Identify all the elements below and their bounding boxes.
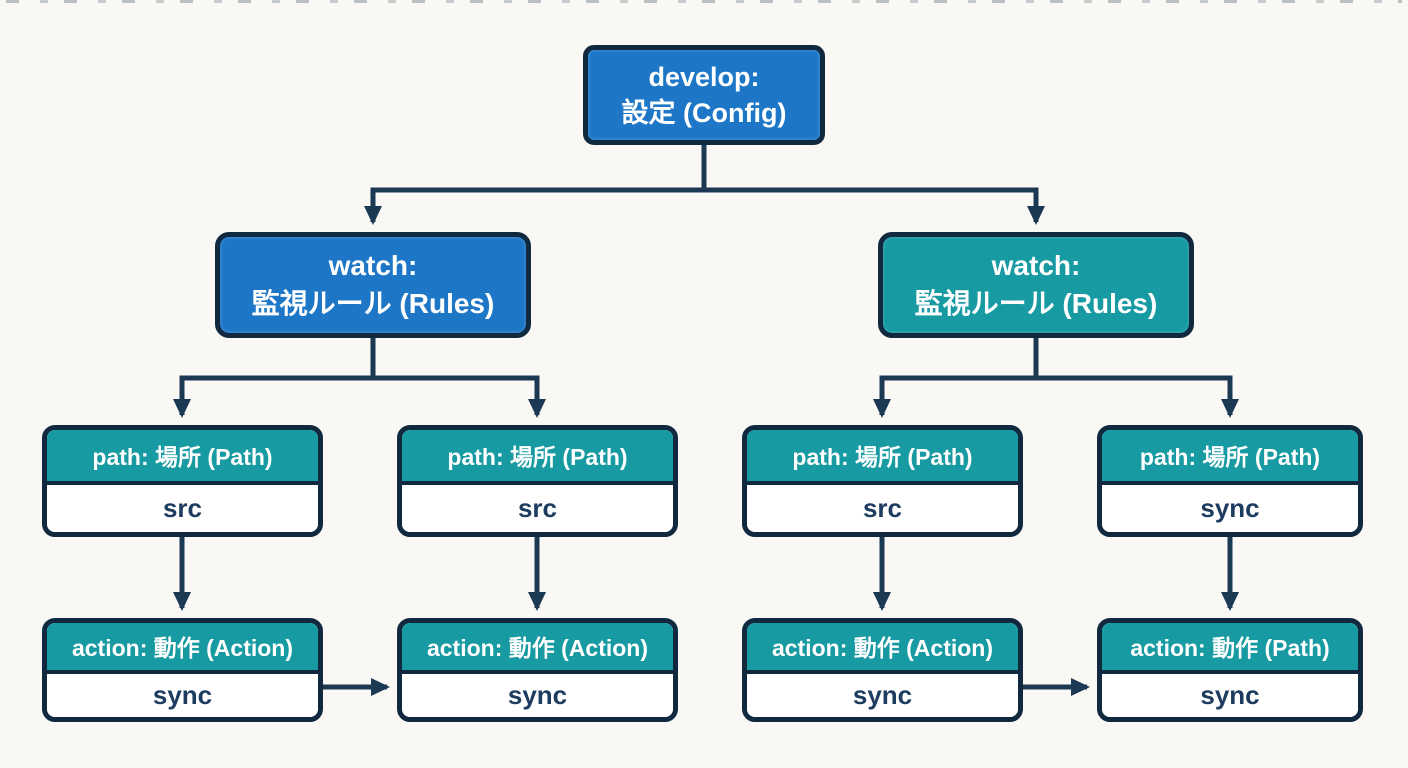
node-watch-rules-left: watch: 監視ルール (Rules) — [215, 232, 531, 338]
node-watch-right-line1: watch: — [991, 250, 1081, 282]
card-action-2-header: action: 動作 (Action) — [402, 623, 673, 674]
node-develop-config: develop: 設定 (Config) — [583, 45, 825, 145]
node-watch-rules-right: watch: 監視ルール (Rules) — [878, 232, 1194, 338]
card-action-1-value: sync — [47, 673, 318, 717]
card-path-2-header: path: 場所 (Path) — [402, 430, 673, 485]
card-path-1: path: 場所 (Path) src — [42, 425, 323, 537]
card-action-1: action: 動作 (Action) sync — [42, 618, 323, 722]
card-action-2-value: sync — [402, 673, 673, 717]
card-path-3: path: 場所 (Path) src — [742, 425, 1023, 537]
card-action-3-value: sync — [747, 673, 1018, 717]
card-action-4-value: sync — [1102, 673, 1358, 717]
node-watch-right-line2: 監視ルール (Rules) — [914, 288, 1158, 319]
node-develop-line2: 設定 (Config) — [621, 98, 787, 128]
card-path-2-value: src — [402, 484, 673, 532]
connector-watchright-to-path4 — [1033, 338, 1239, 418]
card-path-3-header: path: 場所 (Path) — [747, 430, 1018, 485]
card-path-4-header: path: 場所 (Path) — [1102, 430, 1358, 485]
card-action-3: action: 動作 (Action) sync — [742, 618, 1023, 722]
connector-watchleft-to-path2 — [370, 338, 546, 418]
node-watch-left-line2: 監視ルール (Rules) — [251, 288, 495, 319]
top-edge-artifacts — [6, 0, 1402, 3]
card-action-1-header: action: 動作 (Action) — [47, 623, 318, 674]
card-path-1-header: path: 場所 (Path) — [47, 430, 318, 485]
connector-watchleft-to-path1 — [173, 338, 376, 418]
card-action-2: action: 動作 (Action) sync — [397, 618, 678, 722]
card-action-4: action: 動作 (Path) sync — [1097, 618, 1363, 722]
card-path-2: path: 場所 (Path) src — [397, 425, 678, 537]
card-path-4-value: sync — [1102, 484, 1358, 532]
card-action-3-header: action: 動作 (Action) — [747, 623, 1018, 674]
connector-watchright-to-path3 — [873, 338, 1039, 418]
connector-develop-to-watch-left — [364, 145, 707, 225]
card-path-1-value: src — [47, 484, 318, 532]
connector-develop-to-watch-right — [701, 145, 1045, 225]
card-action-4-header: action: 動作 (Path) — [1102, 623, 1358, 674]
card-path-4: path: 場所 (Path) sync — [1097, 425, 1363, 537]
card-path-3-value: src — [747, 484, 1018, 532]
node-watch-left-line1: watch: — [328, 250, 418, 282]
node-develop-line1: develop: — [648, 61, 760, 92]
